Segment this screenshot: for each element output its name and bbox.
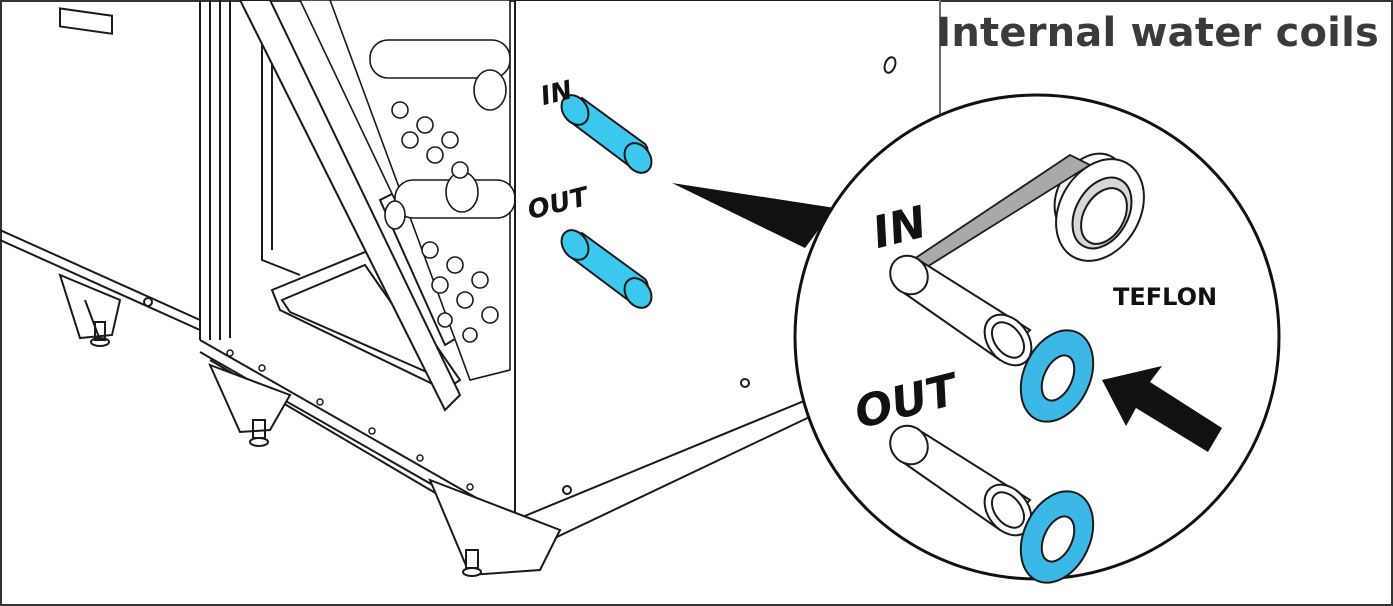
teflon-roll (1053, 152, 1145, 262)
washer-out (1019, 490, 1095, 584)
washer-in (1019, 329, 1095, 423)
left-module (0, 0, 211, 347)
arrow-icon (1102, 366, 1222, 452)
pipe-out-small (560, 229, 653, 309)
pipe-in-small (560, 94, 653, 174)
detail-circle (793, 93, 1281, 584)
diagram-title: Internal water coils (936, 10, 1379, 56)
callout-pointer (672, 183, 835, 248)
coil-tubes (299, 0, 516, 381)
pipe-out-detail (889, 424, 1033, 537)
pipe-in-detail (889, 254, 1033, 367)
label-teflon: TEFLON (1113, 283, 1218, 311)
middle-module (199, 0, 516, 541)
base-screws (226, 349, 474, 491)
